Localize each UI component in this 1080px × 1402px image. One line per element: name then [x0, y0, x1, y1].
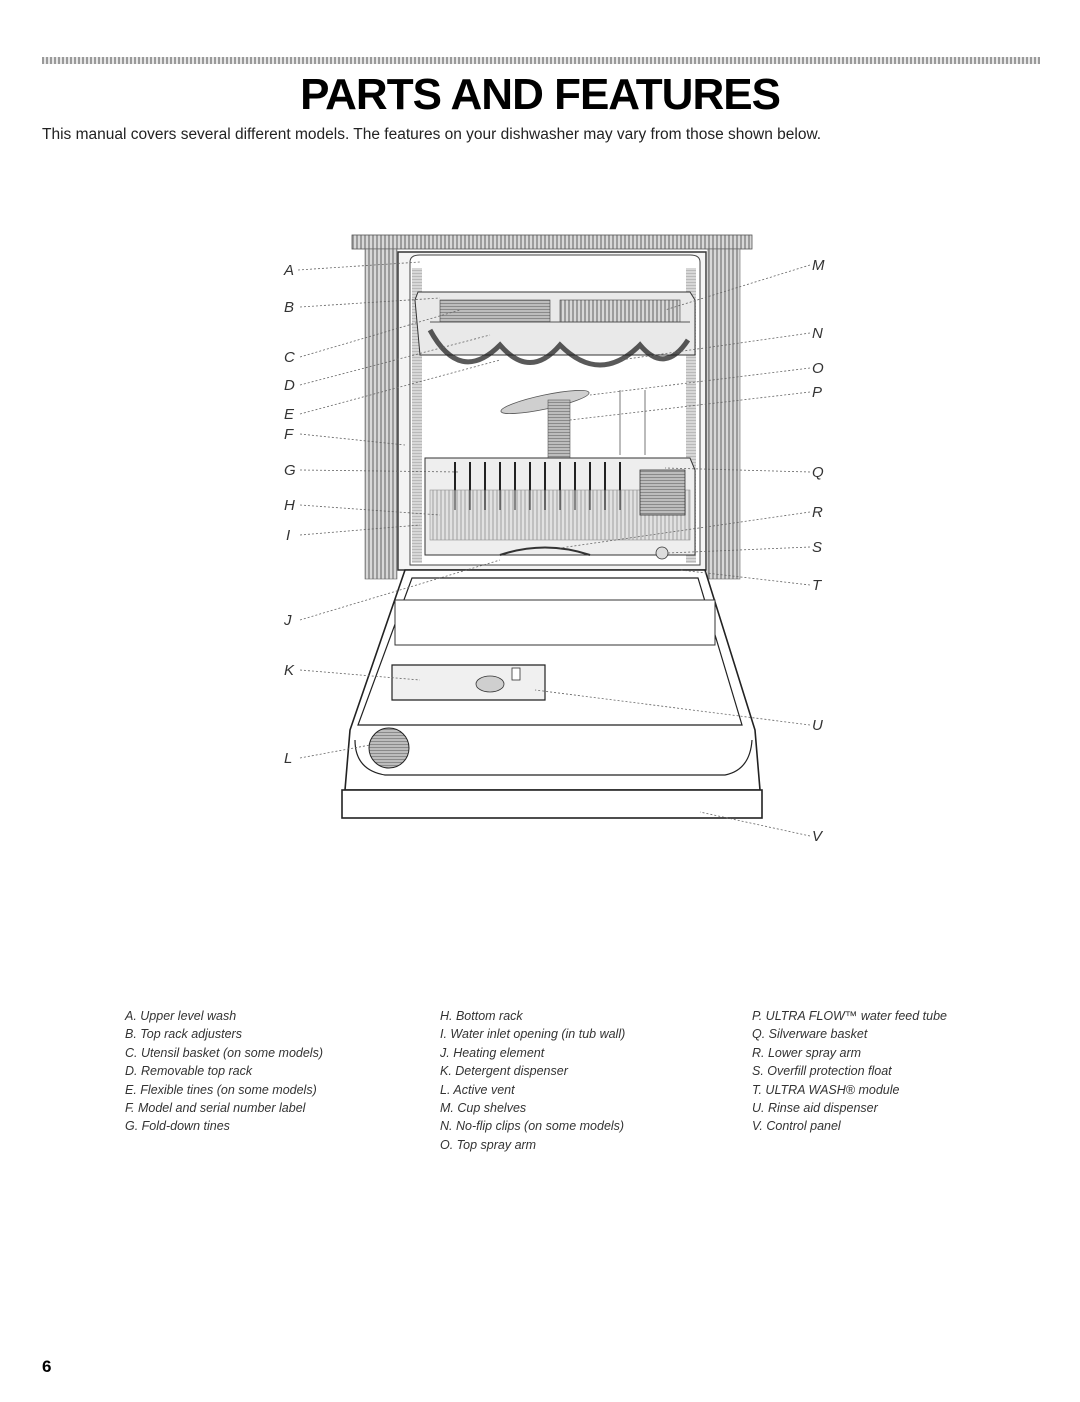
legend-item: J. Heating element — [440, 1045, 545, 1060]
legend-column-3: P. ULTRA FLOW™ water feed tube Q. Silver… — [752, 1007, 947, 1136]
callout-v: V — [812, 828, 824, 845]
legend-item: B. Top rack adjusters — [125, 1027, 242, 1042]
control-panel — [341, 789, 763, 819]
legend-item: L. Active vent — [440, 1082, 515, 1097]
callout-u: U — [812, 717, 823, 734]
callout-t: T — [812, 577, 823, 594]
legend-item: V. Control panel — [752, 1119, 841, 1134]
overfill-float — [655, 546, 669, 560]
callout-o: O — [812, 360, 824, 377]
legend-item: A. Upper level wash — [125, 1009, 237, 1023]
legend-item: F. Model and serial number label — [125, 1101, 306, 1116]
callout-k: K — [284, 662, 295, 679]
callout-m: M — [812, 257, 825, 274]
legend-item: T. ULTRA WASH® module — [752, 1082, 900, 1097]
callout-d: D — [284, 377, 295, 394]
callout-h: H — [284, 497, 295, 514]
callout-i: I — [286, 527, 290, 544]
legend-item: I. Water inlet opening (in tub wall) — [440, 1027, 626, 1042]
dishwasher-diagram: A B C D E F G H I J K L M N O P Q R S T … — [283, 234, 825, 845]
callout-g: G — [284, 462, 296, 479]
callout-c: C — [284, 349, 295, 366]
callout-e: E — [284, 406, 295, 423]
top-spray-arm — [500, 390, 590, 414]
dishwasher-door — [344, 569, 761, 791]
callout-r: R — [812, 504, 823, 521]
callout-f: F — [284, 426, 294, 443]
callout-q: Q — [812, 464, 824, 481]
countertop — [351, 234, 753, 250]
page-title: PARTS AND FEATURES — [300, 70, 781, 119]
legend-item: O. Top spray arm — [440, 1137, 537, 1152]
legend-item: N. No-flip clips (on some models) — [440, 1119, 625, 1134]
cabinet-right — [707, 248, 741, 580]
page-number: 6 — [42, 1357, 52, 1376]
intro-text: This manual covers several different mod… — [42, 126, 822, 143]
callout-n: N — [812, 325, 823, 342]
legend-item: H. Bottom rack — [440, 1009, 523, 1023]
legend-item: U. Rinse aid dispenser — [752, 1101, 878, 1116]
callout-b: B — [284, 299, 294, 316]
legend-column-2: H. Bottom rack I. Water inlet opening (i… — [440, 1007, 625, 1154]
legend-item: R. Lower spray arm — [752, 1045, 862, 1060]
upper-rack — [414, 291, 696, 368]
legend-item: E. Flexible tines (on some models) — [125, 1082, 317, 1097]
legend-item: P. ULTRA FLOW™ water feed tube — [752, 1009, 947, 1023]
header-rule — [42, 57, 1040, 64]
cabinet-left — [364, 248, 398, 580]
legend-column-1: A. Upper level wash B. Top rack adjuster… — [125, 1007, 323, 1136]
callout-l: L — [284, 750, 292, 767]
lower-rack — [424, 457, 696, 560]
legend-item: K. Detergent dispenser — [440, 1064, 568, 1079]
callout-s: S — [812, 539, 822, 556]
legend-item: G. Fold-down tines — [125, 1119, 230, 1134]
legend-item: Q. Silverware basket — [752, 1027, 868, 1042]
legend-item: M. Cup shelves — [440, 1101, 527, 1116]
legend-item: D. Removable top rack — [125, 1064, 253, 1079]
callout-p: P — [812, 384, 822, 401]
callout-j: J — [283, 612, 292, 629]
callout-a: A — [283, 262, 294, 279]
legend-item: C. Utensil basket (on some models) — [125, 1045, 323, 1060]
legend-item: S. Overfill protection float — [752, 1064, 892, 1079]
silverware-basket — [639, 469, 686, 516]
active-vent — [368, 727, 410, 769]
